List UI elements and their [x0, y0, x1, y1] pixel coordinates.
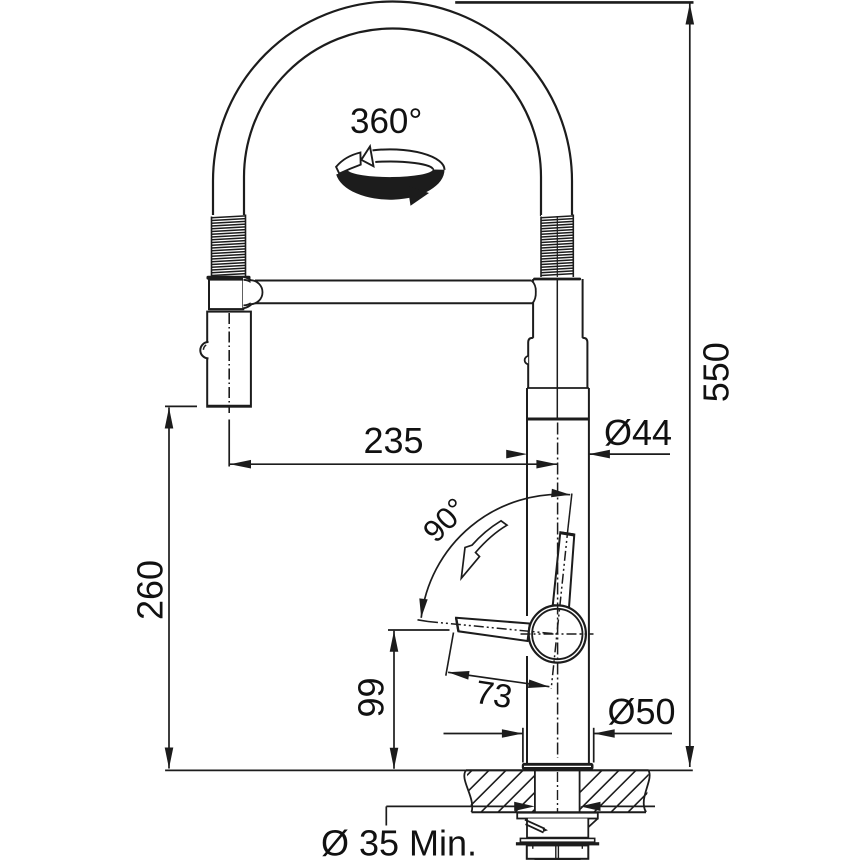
svg-text:260: 260 — [130, 560, 171, 620]
svg-text:Ø50: Ø50 — [608, 691, 676, 732]
svg-text:99: 99 — [351, 677, 392, 717]
svg-text:360°: 360° — [350, 102, 422, 141]
svg-text:Ø 35 Min.: Ø 35 Min. — [321, 823, 477, 860]
svg-text:73: 73 — [473, 673, 515, 715]
svg-text:550: 550 — [696, 342, 737, 402]
svg-text:Ø44: Ø44 — [604, 412, 672, 453]
svg-text:235: 235 — [363, 420, 423, 461]
